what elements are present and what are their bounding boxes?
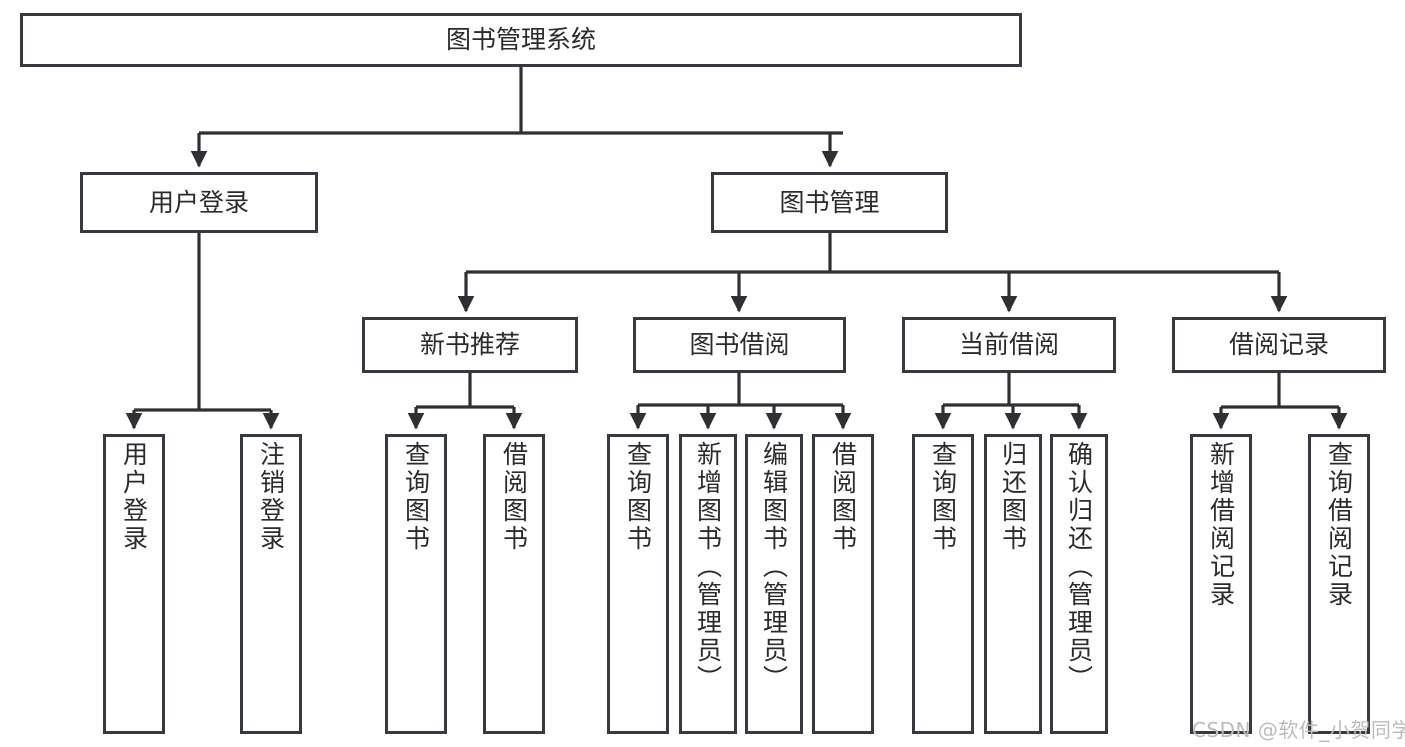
leaf-borrow-edit-book-admin-label: 编辑图书（管理员）: [759, 441, 789, 693]
leaf-record-query-record[interactable]: 查询借阅记录: [1308, 434, 1370, 734]
leaf-borrow-add-book-admin[interactable]: 新增图书（管理员）: [679, 434, 737, 734]
leaf-current-confirm-return-admin[interactable]: 确认归还（管理员）: [1050, 434, 1108, 734]
leaf-current-return-book[interactable]: 归还图书: [984, 434, 1042, 734]
leaf-borrow-edit-book-admin[interactable]: 编辑图书（管理员）: [745, 434, 803, 734]
node-book-borrow[interactable]: 图书借阅: [633, 317, 846, 373]
node-new-book-recommend-label: 新书推荐: [419, 330, 520, 360]
leaf-borrow-add-book-admin-label: 新增图书（管理员）: [693, 441, 723, 693]
leaf-current-query-book[interactable]: 查询图书: [912, 434, 974, 734]
leaf-borrow-borrow-book[interactable]: 借阅图书: [812, 434, 874, 734]
leaf-current-return-book-label: 归还图书: [998, 441, 1028, 553]
node-book-borrow-label: 图书借阅: [689, 330, 790, 360]
leaf-borrow-borrow-book-label: 借阅图书: [828, 441, 858, 553]
leaf-record-query-record-label: 查询借阅记录: [1324, 441, 1354, 609]
node-user-login[interactable]: 用户登录: [80, 172, 318, 233]
leaf-record-add-record[interactable]: 新增借阅记录: [1190, 434, 1252, 734]
leaf-newbook-borrow-book[interactable]: 借阅图书: [483, 434, 545, 734]
node-root[interactable]: 图书管理系统: [20, 13, 1022, 67]
leaf-logout[interactable]: 注销登录: [240, 434, 302, 734]
node-user-login-label: 用户登录: [148, 187, 249, 217]
leaf-newbook-borrow-book-label: 借阅图书: [499, 441, 529, 553]
leaf-borrow-query-book[interactable]: 查询图书: [607, 434, 669, 734]
leaf-current-query-book-label: 查询图书: [928, 441, 958, 553]
node-borrow-record[interactable]: 借阅记录: [1172, 317, 1386, 373]
leaf-user-login-label: 用户登录: [119, 441, 149, 553]
node-current-borrow[interactable]: 当前借阅: [902, 317, 1116, 373]
leaf-user-login[interactable]: 用户登录: [103, 434, 165, 734]
node-current-borrow-label: 当前借阅: [958, 330, 1059, 360]
node-root-label: 图书管理系统: [445, 25, 596, 55]
node-book-management[interactable]: 图书管理: [711, 172, 948, 233]
leaf-newbook-query-book-label: 查询图书: [401, 441, 431, 553]
leaf-borrow-query-book-label: 查询图书: [623, 441, 653, 553]
node-borrow-record-label: 借阅记录: [1228, 330, 1329, 360]
csdn-watermark: CSDN @软件_小贺同学: [1192, 718, 1405, 742]
leaf-record-add-record-label: 新增借阅记录: [1206, 441, 1236, 609]
node-new-book-recommend[interactable]: 新书推荐: [362, 317, 578, 373]
node-book-management-label: 图书管理: [779, 187, 880, 217]
leaf-current-confirm-return-admin-label: 确认归还（管理员）: [1064, 441, 1094, 693]
leaf-logout-label: 注销登录: [256, 441, 286, 553]
leaf-newbook-query-book[interactable]: 查询图书: [385, 434, 447, 734]
